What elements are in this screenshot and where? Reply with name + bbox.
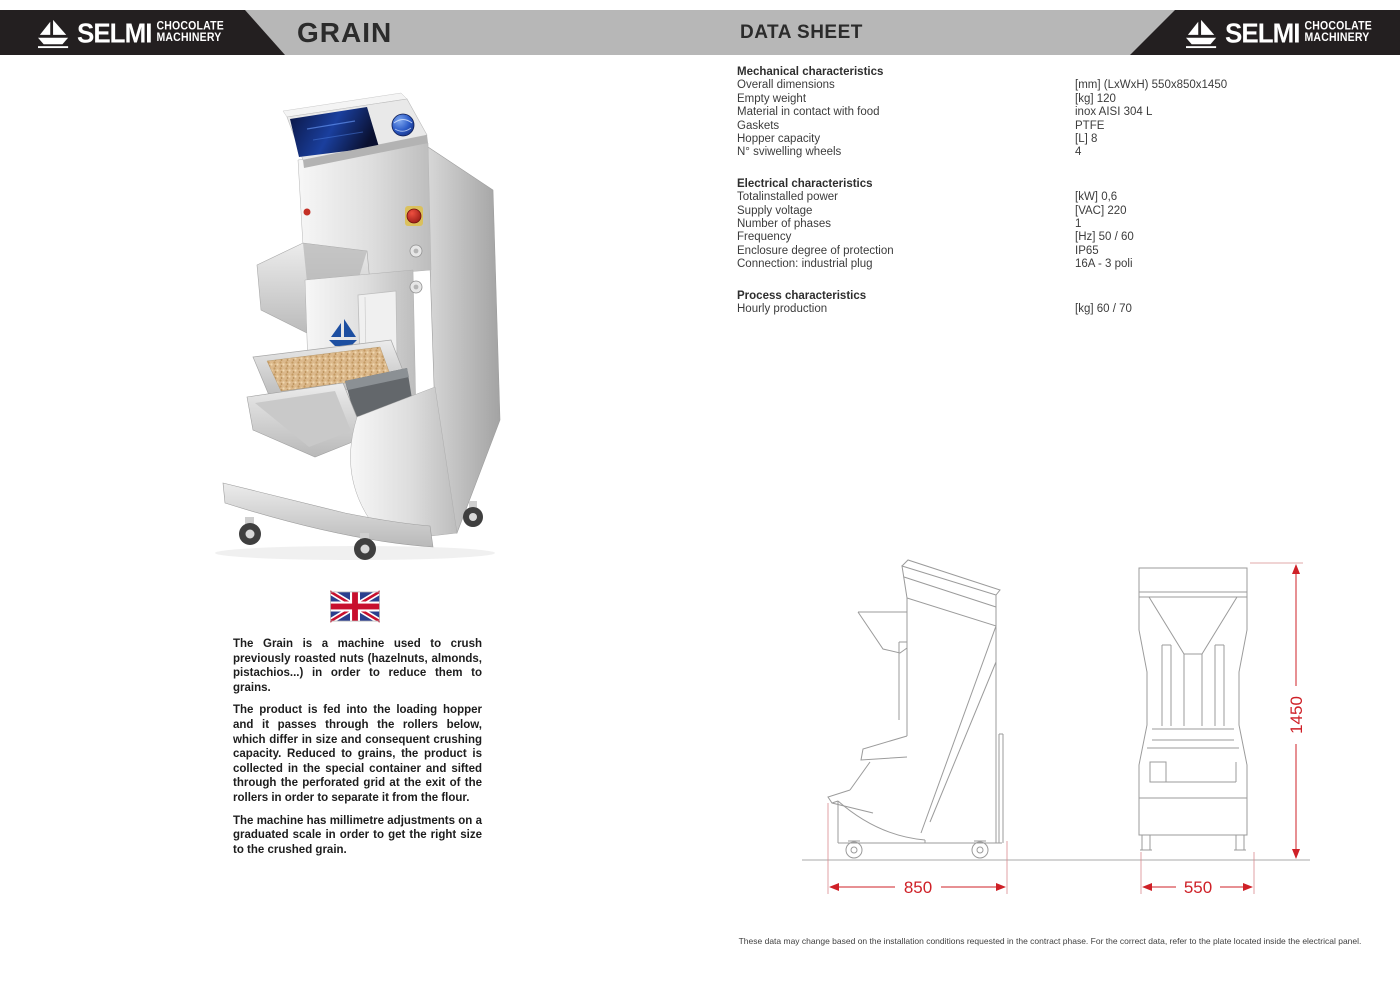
spec-label: Overall dimensions — [737, 79, 835, 92]
product-description: The Grain is a machine used to crush pre… — [233, 637, 482, 865]
brand-tagline-line2: MACHINERY — [1304, 30, 1370, 44]
spec-value: PTFE — [1075, 119, 1105, 132]
spec-label: Material in contact with food — [737, 106, 880, 119]
spec-value: [kg] 120 — [1075, 92, 1116, 105]
brand-logo-right: SELMI CHOCOLATE MACHINERY — [1184, 17, 1372, 49]
spec-label: Frequency — [737, 231, 792, 244]
spec-label: Hopper capacity — [737, 133, 821, 146]
spec-section-title: Process characteristics — [737, 289, 867, 302]
spec-section-title: Mechanical characteristics — [737, 66, 884, 78]
globe-emblem — [391, 113, 415, 137]
spec-label: Connection: industrial plug — [737, 258, 873, 271]
spec-label: Gaskets — [737, 119, 780, 132]
spec-row: Hopper capacity [L] 8 — [737, 133, 1337, 146]
spec-value: [kg] 60 / 70 — [1075, 303, 1132, 316]
side-view-drawing — [827, 559, 1004, 859]
display-screen — [290, 107, 379, 157]
spec-row: Number of phases 1 — [737, 218, 1337, 231]
footer-disclaimer: These data may change based on the insta… — [738, 936, 1362, 946]
spec-row: N° sviwelling wheels 4 — [737, 146, 1337, 159]
spec-row: Hourly production [kg] 60 / 70 — [737, 303, 1337, 316]
spec-section-electrical: Electrical characteristics Totalinstalle… — [737, 178, 1337, 272]
sailboat-icon — [38, 19, 69, 48]
brand-tagline-line1: CHOCOLATE — [156, 19, 224, 34]
dimension-side-width: 850 — [904, 878, 932, 897]
spec-label: N° sviwelling wheels — [737, 146, 842, 159]
spec-label: Supply voltage — [737, 204, 813, 217]
brand-tagline: CHOCOLATE MACHINERY — [1304, 19, 1372, 44]
spec-section-process: Process characteristics Hourly productio… — [737, 290, 1337, 317]
spec-row: Supply voltage [VAC] 220 — [737, 205, 1337, 218]
spec-section-mechanical: Mechanical characteristics Overall dimen… — [737, 66, 1337, 160]
uk-flag-icon — [328, 588, 382, 625]
spec-value: 1 — [1075, 218, 1082, 231]
description-paragraph: The product is fed into the loading hopp… — [233, 704, 482, 804]
spec-label: Enclosure degree of protection — [737, 244, 894, 257]
emergency-stop-button — [406, 208, 422, 224]
spec-value: 4 — [1075, 146, 1082, 159]
indicator-light — [303, 208, 311, 216]
technical-drawings: 850 550 1450 — [790, 550, 1320, 910]
spec-row: Connection: industrial plug 16A - 3 poli — [737, 258, 1337, 271]
spec-value: [L] 8 — [1075, 133, 1098, 146]
header-band: SELMI CHOCOLATE MACHINERY GRAIN DATA SHE… — [0, 10, 1400, 55]
spec-label: Number of phases — [737, 218, 831, 231]
spec-value: [VAC] 220 — [1075, 204, 1127, 217]
page-title: GRAIN — [297, 16, 393, 48]
uk-flag-svg — [328, 588, 382, 625]
brand-tagline-line2: MACHINERY — [156, 30, 222, 44]
spec-label: Totalinstalled power — [737, 191, 839, 204]
description-paragraph: The Grain is a machine used to crush pre… — [233, 638, 482, 694]
spec-row: Totalinstalled power [kW] 0,6 — [737, 191, 1337, 204]
spec-row: Frequency [Hz] 50 / 60 — [737, 231, 1337, 244]
brand-logo-left: SELMI CHOCOLATE MACHINERY — [36, 17, 224, 49]
product-photo: SELMI — [195, 85, 510, 560]
spec-row: Gaskets PTFE — [737, 120, 1337, 133]
spec-row: Overall dimensions [mm] (LxWxH) 550x850x… — [737, 79, 1337, 92]
spec-section-title: Electrical characteristics — [737, 177, 873, 190]
dimension-height: 1450 — [1287, 696, 1306, 734]
sheet-title: DATA SHEET — [740, 21, 863, 43]
spec-value: 16A - 3 poli — [1075, 258, 1133, 271]
spec-value: [mm] (LxWxH) 550x850x1450 — [1075, 79, 1228, 92]
brand-name: SELMI — [1225, 16, 1300, 49]
caster-wheels — [239, 501, 483, 560]
brand-name: SELMI — [77, 16, 152, 49]
spec-value: [kW] 0,6 — [1075, 191, 1118, 204]
brand-tagline-line1: CHOCOLATE — [1304, 19, 1372, 34]
spec-row: Enclosure degree of protection IP65 — [737, 245, 1337, 258]
header-right-black: SELMI CHOCOLATE MACHINERY — [1130, 10, 1400, 55]
spec-label: Hourly production — [737, 303, 828, 316]
spec-value: IP65 — [1075, 244, 1099, 257]
spec-value: inox AISI 304 L — [1075, 106, 1153, 119]
dimension-drawing-svg: 850 550 1450 — [802, 559, 1310, 897]
dimension-front-width: 550 — [1184, 878, 1212, 897]
front-view-drawing — [1138, 567, 1248, 851]
brand-tagline: CHOCOLATE MACHINERY — [156, 19, 224, 44]
header-left-black: SELMI CHOCOLATE MACHINERY — [0, 10, 285, 55]
sailboat-icon — [1186, 19, 1217, 48]
product-photo-image: SELMI — [215, 92, 501, 560]
dimension-lines: 850 550 1450 — [827, 562, 1306, 897]
spec-row: Material in contact with food inox AISI … — [737, 106, 1337, 119]
spec-row: Empty weight [kg] 120 — [737, 93, 1337, 106]
spec-label: Empty weight — [737, 92, 807, 105]
description-paragraph: The machine has millimetre adjustments o… — [233, 814, 482, 856]
spec-table: Mechanical characteristics Overall dimen… — [737, 66, 1337, 335]
spec-value: [Hz] 50 / 60 — [1075, 231, 1134, 244]
